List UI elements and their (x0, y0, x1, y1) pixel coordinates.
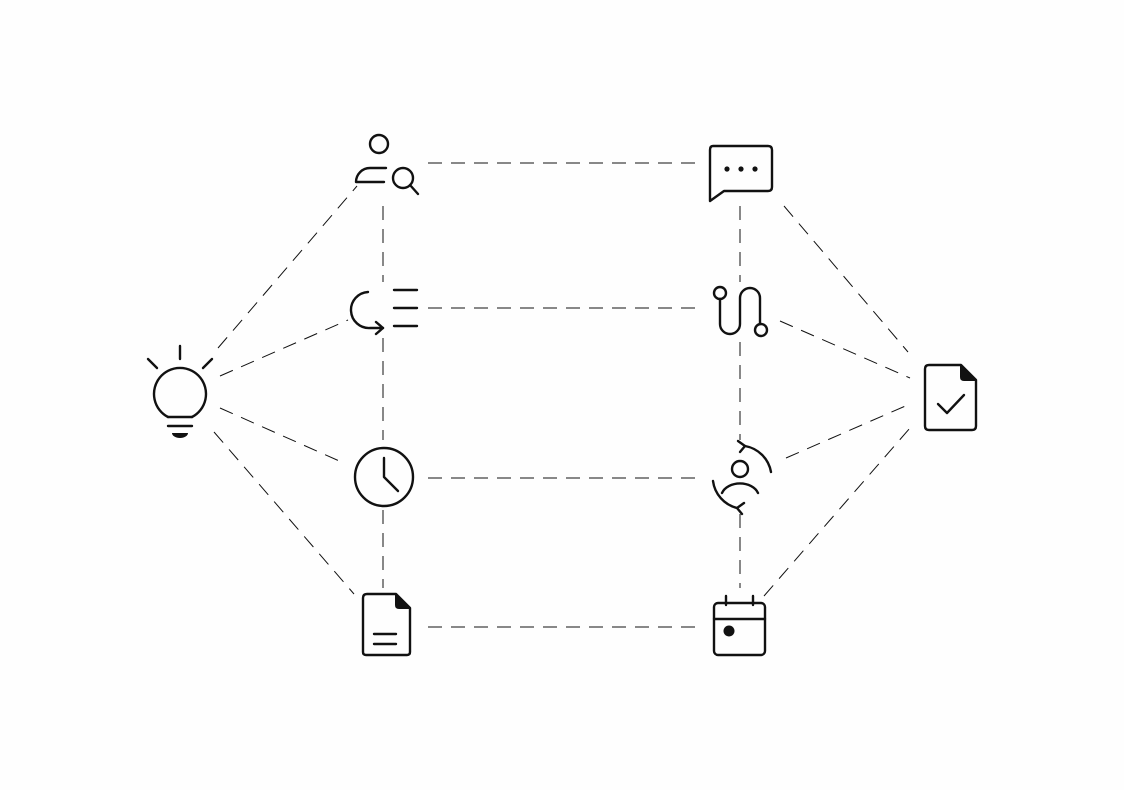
user-search-icon (354, 133, 420, 196)
route-icon (712, 285, 769, 338)
edge-idea-user-search (217, 185, 358, 349)
document-icon (361, 592, 412, 657)
clock-icon (353, 446, 415, 508)
edge-idea-process-list (219, 319, 349, 377)
user-sync-icon (711, 439, 773, 516)
loop-list-icon (349, 288, 419, 336)
edge-comment-approved (783, 205, 909, 353)
edge-idea-schedule (219, 407, 347, 465)
edges (213, 162, 911, 628)
calendar-icon (712, 594, 767, 657)
edge-calendar-approved (763, 427, 911, 597)
document-check-icon (923, 363, 978, 432)
lightbulb-icon (146, 344, 214, 438)
chat-bubble-icon (708, 144, 774, 203)
edge-idea-document (213, 431, 355, 595)
edge-route-approved (779, 320, 911, 379)
